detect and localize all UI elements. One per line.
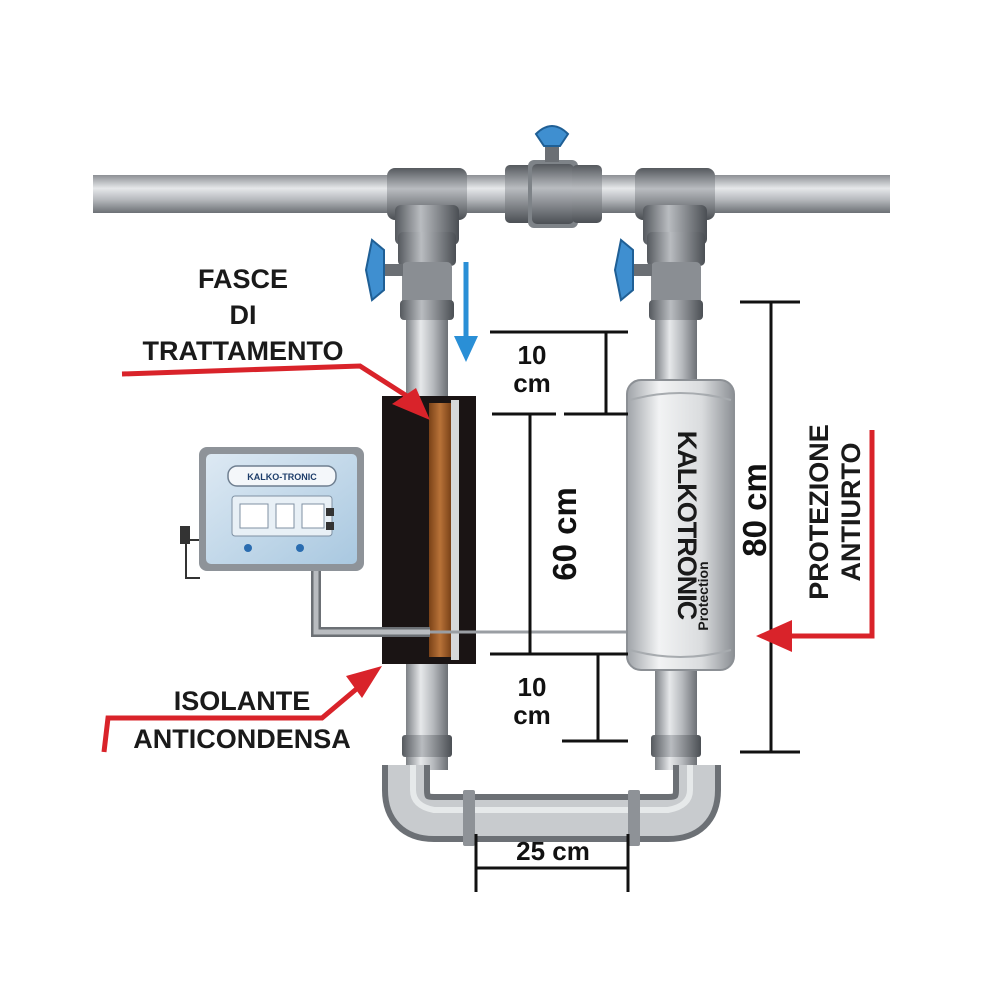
treatment-bands-arrow-icon [121,363,430,420]
dimension-lines [474,300,800,892]
impact-protection-arrow-icon [756,430,875,652]
total-height-label: 80 cm [736,463,773,557]
bottom-return-pipe [382,765,721,846]
flow-direction-arrow-icon [454,262,478,362]
power-plug-icon [180,526,190,544]
insulation-label-line1: ISOLANTE [174,686,311,716]
insulation-arrow-icon [101,666,382,753]
main-water-pipe [93,175,890,213]
bypass-valve [505,125,602,228]
impact-protection-label-line1: PROTEZIONE [804,424,834,600]
treatment-bands-label-line1: FASCE [198,264,288,294]
top-gap-unit: cm [513,368,551,398]
device-subtitle-label: Protection [695,561,711,630]
left-valve-handle-icon [364,238,385,302]
device-brand-label: KALKOTRONIC [672,431,702,620]
middle-span-label: 60 cm [546,487,583,581]
top-gap-value: 10 [518,340,547,370]
panel-brand-badge: KALKO-TRONIC [247,472,317,482]
control-unit: KALKO-TRONIC [199,447,364,571]
treatment-bands-label-line2: DI [230,300,257,330]
bottom-gap-value: 10 [518,672,547,702]
insulation-label-line2: ANTICONDENSA [133,724,351,754]
kalkotronic-device: KALKOTRONIC Protection [626,379,735,671]
impact-protection-label-line2: ANTIURTO [836,443,866,582]
valve-handle-icon [534,125,570,147]
controller-cable [180,526,648,637]
bottom-gap-unit: cm [513,700,551,730]
anti-condensation-insulation [382,396,476,664]
treatment-band-wrap [429,403,451,657]
pipe-spacing-label: 25 cm [516,836,590,866]
treatment-bands-label-line3: TRATTAMENTO [143,336,344,366]
right-valve-handle-icon [613,238,634,302]
